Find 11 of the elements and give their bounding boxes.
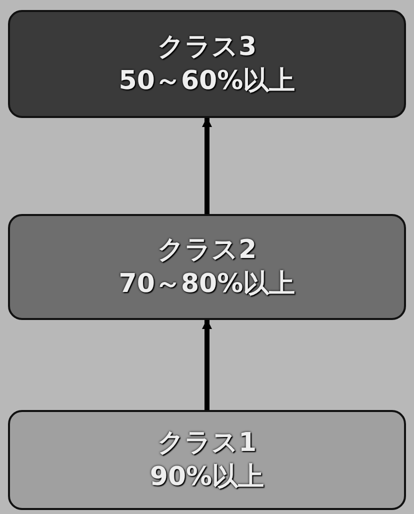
node-heading: クラス3 [157,31,257,64]
node-text: 50～60%以上 [118,65,296,98]
node-text: 90%以上 [150,461,264,494]
class-box [8,214,406,320]
arrow [202,117,212,214]
node-text: 70～80%以上 [118,268,296,301]
class-box [8,410,406,510]
class-box [8,10,406,118]
arrow [202,319,212,410]
node-heading: クラス1 [157,427,257,460]
node-heading: クラス2 [157,234,257,267]
